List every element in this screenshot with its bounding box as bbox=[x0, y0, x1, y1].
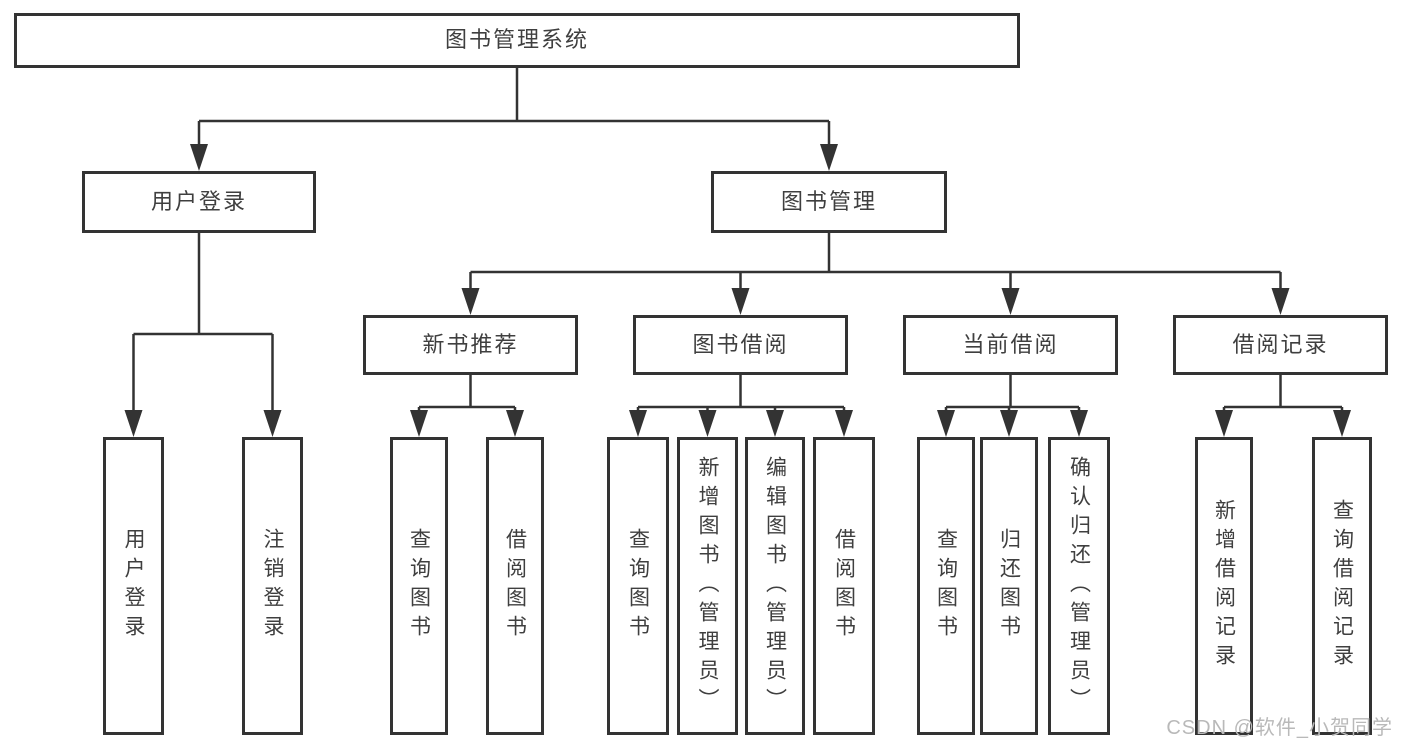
arrowhead-icon bbox=[506, 410, 524, 437]
node-confirm-return-admin: 确认归还（管理员） bbox=[1048, 437, 1110, 735]
node-label-add-borrow-record: 新增借阅记录 bbox=[1212, 499, 1236, 673]
node-query-borrow-record: 查询借阅记录 bbox=[1312, 437, 1372, 735]
node-edit-book-admin: 编辑图书（管理员） bbox=[745, 437, 805, 735]
node-label-query-book-borrow: 查询图书 bbox=[626, 528, 650, 644]
node-label-logout-leaf: 注销登录 bbox=[261, 528, 284, 644]
arrowhead-icon bbox=[190, 144, 208, 171]
node-label-borrow-records: 借阅记录 bbox=[1232, 331, 1329, 357]
node-current-borrow: 当前借阅 bbox=[903, 315, 1118, 375]
node-label-borrow-book-leaf: 借阅图书 bbox=[832, 528, 856, 644]
node-query-book-borrow: 查询图书 bbox=[607, 437, 669, 735]
node-borrow-book-leaf: 借阅图书 bbox=[813, 437, 875, 735]
watermark: CSDN @软件_小贺同学 bbox=[1166, 717, 1393, 739]
node-root: 图书管理系统 bbox=[14, 13, 1020, 68]
node-label-query-borrow-record: 查询借阅记录 bbox=[1330, 499, 1354, 673]
arrowhead-icon bbox=[820, 144, 838, 171]
arrowhead-icon bbox=[835, 410, 853, 437]
node-label-current-borrow: 当前借阅 bbox=[962, 331, 1059, 357]
arrowhead-icon bbox=[1000, 410, 1018, 437]
node-add-borrow-record: 新增借阅记录 bbox=[1195, 437, 1253, 735]
node-borrow-records: 借阅记录 bbox=[1173, 315, 1388, 375]
node-label-add-book-admin: 新增图书（管理员） bbox=[696, 455, 719, 717]
arrowhead-icon bbox=[937, 410, 955, 437]
node-label-confirm-return-admin: 确认归还（管理员） bbox=[1067, 455, 1091, 717]
node-label-borrow-book-rec: 借阅图书 bbox=[503, 528, 527, 644]
node-query-book-rec: 查询图书 bbox=[390, 437, 448, 735]
node-borrow-book-rec: 借阅图书 bbox=[486, 437, 544, 735]
node-book-mgmt: 图书管理 bbox=[711, 171, 947, 233]
node-return-book: 归还图书 bbox=[980, 437, 1038, 735]
node-new-book-rec: 新书推荐 bbox=[363, 315, 578, 375]
node-user-login: 用户登录 bbox=[82, 171, 316, 233]
arrowhead-icon bbox=[124, 410, 143, 437]
node-label-query-book-rec: 查询图书 bbox=[407, 528, 431, 644]
node-label-root: 图书管理系统 bbox=[444, 27, 589, 53]
arrowhead-icon bbox=[263, 410, 282, 437]
node-book-borrow: 图书借阅 bbox=[633, 315, 848, 375]
node-user-login-leaf: 用户登录 bbox=[103, 437, 164, 735]
node-label-edit-book-admin: 编辑图书（管理员） bbox=[763, 455, 787, 717]
arrowhead-icon bbox=[1271, 288, 1290, 315]
node-label-user-login-leaf: 用户登录 bbox=[122, 528, 145, 644]
arrowhead-icon bbox=[698, 410, 717, 437]
arrowhead-icon bbox=[731, 288, 750, 315]
node-query-book-current: 查询图书 bbox=[917, 437, 975, 735]
node-label-user-login: 用户登录 bbox=[150, 188, 247, 214]
node-label-query-book-current: 查询图书 bbox=[934, 528, 958, 644]
arrowhead-icon bbox=[1333, 410, 1351, 437]
arrowhead-icon bbox=[766, 410, 784, 437]
arrowhead-icon bbox=[1070, 410, 1088, 437]
arrowhead-icon bbox=[1001, 288, 1020, 315]
node-label-new-book-rec: 新书推荐 bbox=[422, 331, 519, 357]
arrowhead-icon bbox=[629, 410, 647, 437]
node-add-book-admin: 新增图书（管理员） bbox=[677, 437, 738, 735]
arrowhead-icon bbox=[461, 288, 480, 315]
node-label-book-mgmt: 图书管理 bbox=[780, 188, 877, 214]
node-logout-leaf: 注销登录 bbox=[242, 437, 303, 735]
arrowhead-icon bbox=[410, 410, 428, 437]
node-label-book-borrow: 图书借阅 bbox=[692, 331, 789, 357]
arrowhead-icon bbox=[1215, 410, 1233, 437]
node-label-return-book: 归还图书 bbox=[997, 528, 1021, 644]
